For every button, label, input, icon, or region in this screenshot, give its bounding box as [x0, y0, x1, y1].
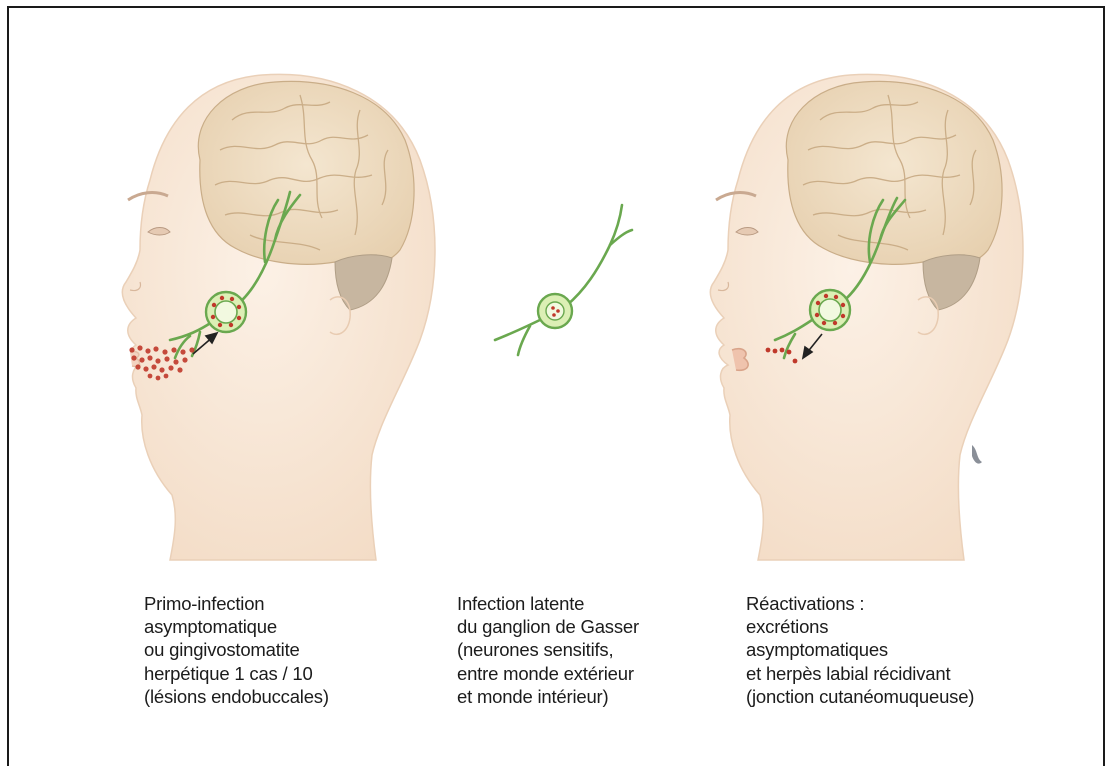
caption-line: (jonction cutanéomuqueuse): [746, 685, 974, 708]
caption-line: Primo-infection: [144, 592, 329, 615]
head-reactivation: [710, 74, 1023, 560]
caption-line: (neurones sensitifs,: [457, 638, 639, 661]
caption-line: et monde intérieur): [457, 685, 639, 708]
brain: [786, 81, 1002, 266]
brain: [198, 81, 414, 266]
caption-primo-infection: Primo-infection asymptomatique ou gingiv…: [144, 592, 329, 708]
caption-line: ou gingivostomatite: [144, 638, 329, 661]
caption-line: asymptomatiques: [746, 638, 974, 661]
caption-line: Réactivations :: [746, 592, 974, 615]
caption-latent-infection: Infection latente du ganglion de Gasser …: [457, 592, 639, 708]
isolated-ganglion: [495, 205, 632, 355]
caption-line: du ganglion de Gasser: [457, 615, 639, 638]
caption-line: herpétique 1 cas / 10: [144, 662, 329, 685]
caption-line: et herpès labial récidivant: [746, 662, 974, 685]
caption-line: asymptomatique: [144, 615, 329, 638]
caption-reactivations: Réactivations : excrétions asymptomatiqu…: [746, 592, 974, 708]
caption-line: Infection latente: [457, 592, 639, 615]
caption-line: entre monde extérieur: [457, 662, 639, 685]
collar-fold: [972, 445, 982, 464]
caption-line: excrétions: [746, 615, 974, 638]
caption-line: (lésions endobuccales): [144, 685, 329, 708]
head-primo-infection: [122, 74, 435, 560]
